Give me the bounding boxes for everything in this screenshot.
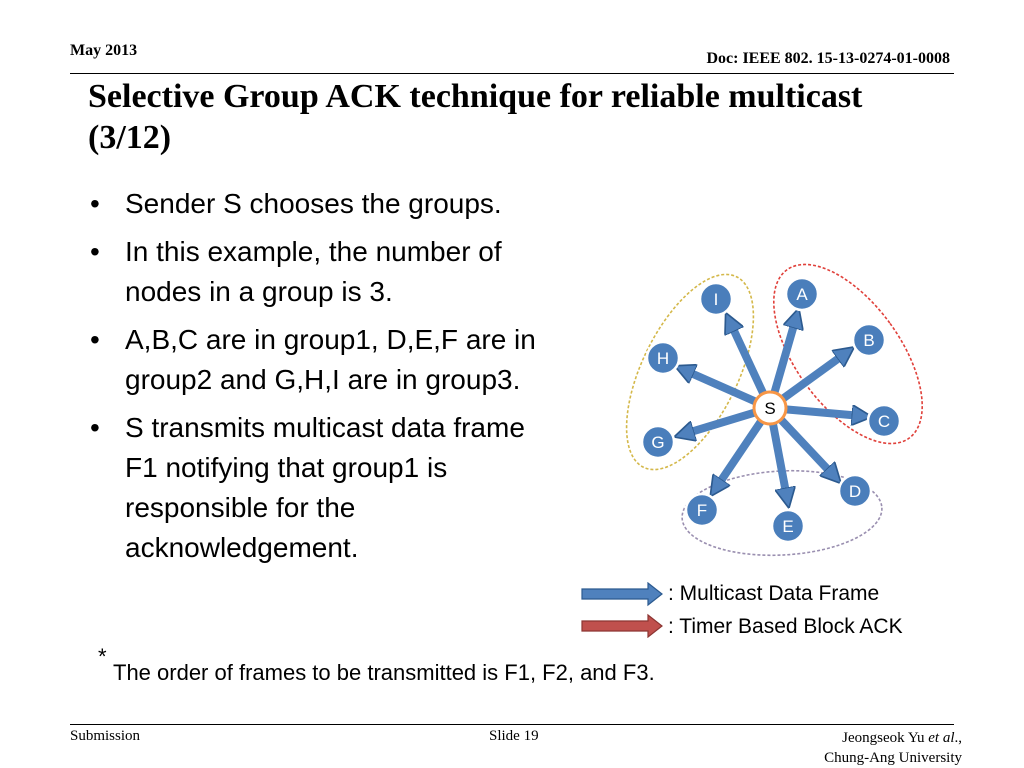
bullet-item: • A,B,C are in group1, D,E,F are in group… [88, 320, 558, 400]
footer-author-line: Jeongseok Yu et al., [824, 728, 962, 748]
node-e-label: E [782, 517, 793, 536]
node-e: E [770, 508, 806, 544]
timer-ack-legend-label: : Timer Based Block ACK [668, 615, 903, 638]
node-a-label: A [796, 285, 808, 304]
sender-node: S [752, 390, 788, 426]
sender-label: S [764, 399, 775, 418]
bullet-glyph: • [90, 412, 100, 443]
footer-author-etal: et al [928, 730, 955, 746]
node-i: I [698, 281, 734, 317]
footer-author: Jeongseok Yu et al., Chung-Ang Universit… [824, 728, 962, 768]
node-d: D [837, 473, 873, 509]
bullet-text: Sender S chooses the groups. [125, 188, 502, 219]
bullet-glyph: • [90, 188, 100, 219]
header-date: May 2013 [70, 42, 138, 59]
node-h: H [645, 340, 681, 376]
node-c-label: C [878, 412, 890, 431]
footer-slide-number: Slide 19 [489, 728, 539, 744]
node-g: G [640, 424, 676, 460]
footnote-star: * [98, 644, 107, 669]
bullet-item: • S transmits multicast data frame F1 not… [88, 408, 558, 568]
bullet-item: • In this example, the number of nodes in… [88, 232, 558, 312]
footer-submission: Submission [70, 728, 141, 744]
node-set: A B C D E F G H [640, 276, 902, 544]
node-i-label: I [714, 290, 719, 309]
footer-author-punct: ., [954, 730, 963, 746]
node-b-label: B [863, 331, 874, 350]
footer-rule [70, 724, 954, 725]
legend-arrows [581, 582, 663, 638]
bullet-text: S transmits multicast data frame F1 noti… [125, 412, 525, 563]
multicast-legend-arrow [581, 582, 663, 607]
footer-affiliation: Chung-Ang University [824, 750, 962, 766]
node-a: A [784, 276, 820, 312]
timer-ack-legend-arrow [581, 613, 663, 638]
node-f: F [684, 492, 720, 528]
bullet-glyph: • [90, 236, 100, 267]
node-g-label: G [651, 433, 664, 452]
header-doc-id: Doc: IEEE 802. 15-13-0274-01-0008 [706, 50, 950, 67]
footnote-text: The order of frames to be transmitted is… [113, 660, 655, 685]
group2-outline [681, 469, 883, 557]
node-c: C [866, 403, 902, 439]
node-b: B [851, 322, 887, 358]
multicast-legend-label: : Multicast Data Frame [668, 582, 880, 605]
node-d-label: D [849, 482, 861, 501]
slide-title: Selective Group ACK technique for reliab… [88, 78, 863, 156]
footer-author-name: Jeongseok Yu [842, 730, 925, 746]
bullet-text: A,B,C are in group1, D,E,F are in group2… [125, 324, 536, 395]
bullet-list: • Sender S chooses the groups. • In this e… [88, 184, 558, 648]
bullet-text: In this example, the number of nodes in … [125, 236, 502, 307]
node-h-label: H [657, 349, 669, 368]
bullet-glyph: • [90, 324, 100, 355]
bullet-item: • Sender S chooses the groups. [88, 184, 558, 224]
header-rule [70, 73, 954, 74]
node-f-label: F [697, 501, 707, 520]
group-diagram: A B C D E F G H [625, 263, 924, 557]
